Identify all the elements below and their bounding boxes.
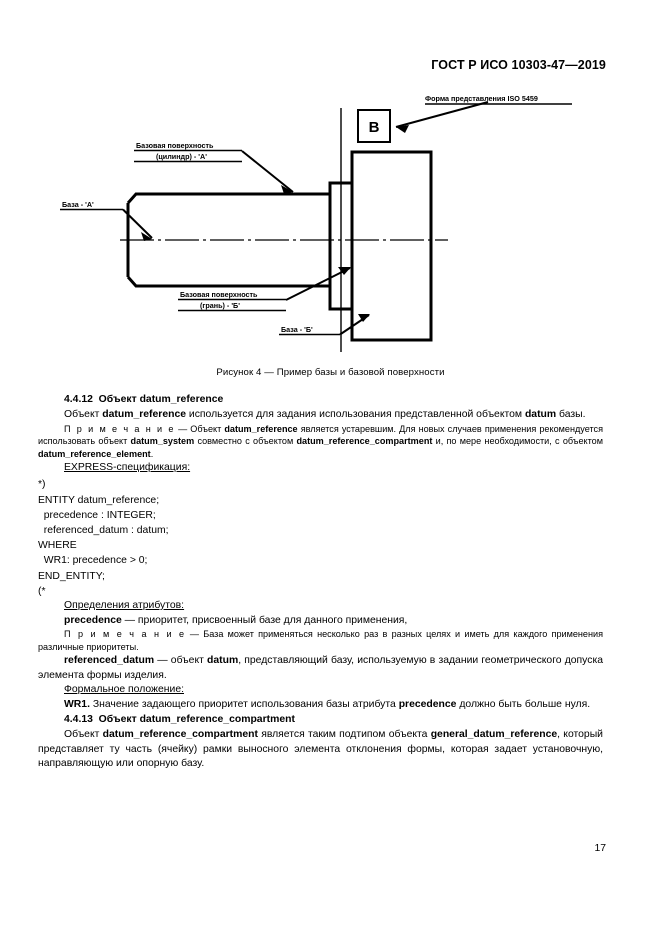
text-fragment: совместно с объектом	[194, 436, 297, 447]
datum-surface-cylinder-leader	[241, 150, 294, 193]
express-code-block: *) ENTITY datum_reference; precedence : …	[38, 479, 169, 597]
formal-proposition-heading: Формальное положение:	[38, 683, 603, 698]
text-fragment: — Объект	[175, 423, 225, 434]
datum-drawing-svg: В Форма представления ISO 5459 Базовая п…	[60, 94, 572, 352]
text-fragment: является устаревшим. Для новых случаев п…	[38, 423, 604, 447]
entity-name: datum_reference_compartment	[296, 436, 433, 447]
entity-name: datum_reference_compartment	[102, 728, 258, 740]
paragraph-datum-reference-compartment: Объект datum_reference_compartment являе…	[38, 728, 603, 772]
attribute-precedence: precedence — приоритет, присвоенный базе…	[38, 614, 603, 629]
text-fragment: является таким подтипом объекта	[257, 728, 431, 740]
entity-name: general_datum_reference	[430, 728, 558, 740]
text-fragment: , представляющий базу, используемую в за…	[38, 654, 603, 681]
flange-body	[350, 150, 433, 342]
figure-4-technical-drawing: В Форма представления ISO 5459 Базовая п…	[0, 82, 661, 367]
express-spec-heading: EXPRESS-спецификация:	[38, 461, 603, 476]
note-precedence: П р и м е ч а н и е — База может применя…	[38, 628, 603, 653]
datum-surface-face-label-line1: Базовая поверхность	[180, 290, 258, 299]
express-spec-heading-text: EXPRESS-спецификация:	[64, 461, 191, 473]
datum-surface-face-label-line2: (грань) - 'Б'	[200, 301, 240, 310]
datum-a-arrow	[141, 232, 152, 241]
attribute-referenced-datum: referenced_datum — объект datum, предста…	[38, 654, 603, 684]
text-fragment: и, по мере необходимости, с объектом	[432, 436, 603, 447]
text-fragment: должно быть больше нуля.	[456, 699, 591, 711]
datum-surface-cylinder-label-line1: Базовая поверхность	[136, 141, 214, 150]
entity-name: datum_reference	[224, 423, 298, 434]
attribute-definitions-heading-text: Определения атрибутов:	[64, 599, 185, 611]
shaft-top-edge	[126, 192, 330, 204]
text-fragment: .	[150, 448, 154, 459]
paragraph-datum-reference-intro: Объект datum_reference используется для …	[38, 408, 603, 423]
datum-surface-face-arrow	[338, 267, 351, 275]
attribute-name: precedence	[64, 614, 122, 626]
attribute-name: referenced_datum	[64, 654, 155, 666]
datum-feature-frame-box	[357, 109, 391, 143]
iso-form-leader-arrow	[396, 125, 409, 133]
text-fragment: — База может применяться несколько раз в…	[38, 629, 603, 653]
shaft-bottom-edge	[126, 276, 330, 288]
entity-name: datum	[524, 408, 557, 420]
entity-name: datum	[207, 654, 239, 666]
page-number: 17	[594, 843, 606, 854]
datum-b-arrow	[358, 314, 370, 322]
collar-body	[328, 181, 354, 311]
text-fragment: , который представляет ту часть (ячейку)…	[38, 728, 603, 770]
datum-a-leader	[122, 208, 153, 239]
section-heading-4-4-13: 4.4.13 Объект datum_reference_compartmen…	[38, 713, 603, 728]
entity-name: datum_reference	[102, 408, 187, 420]
text-fragment: Объект	[64, 408, 103, 420]
standard-header-title: ГОСТ Р ИСО 10303-47—2019	[431, 58, 606, 72]
datum-surface-cylinder-label-line2: (цилиндр) - 'А'	[156, 152, 207, 161]
section-number: 4.4.12	[64, 394, 93, 405]
attribute-definitions-heading: Определения атрибутов:	[38, 599, 603, 614]
formal-proposition-heading-text: Формальное положение:	[64, 684, 184, 696]
rule-name: WR1.	[64, 699, 90, 711]
text-fragment: используется для задания использования п…	[186, 408, 525, 420]
document-body: 4.4.12 Объект datum_reference Объект dat…	[38, 393, 603, 772]
note-label: П р и м е ч а н и е	[64, 629, 186, 640]
attribute-name: precedence	[398, 699, 457, 711]
iso-form-leader-line	[395, 101, 489, 128]
datum-a-label: База - 'А'	[62, 200, 94, 209]
datum-b-label: База - 'Б'	[281, 325, 313, 334]
datum-box-letter: В	[369, 119, 380, 136]
datum-surface-cylinder-arrow	[281, 185, 293, 194]
section-number: 4.4.13	[64, 713, 93, 725]
figure-caption: Рисунок 4 — Пример базы и базовой поверх…	[216, 367, 445, 378]
entity-name: datum_system	[130, 436, 195, 447]
section-title: Объект datum_reference	[98, 394, 224, 405]
text-fragment: Значение задающего приоритет использован…	[89, 699, 399, 711]
note-label: П р и м е ч а н и е	[64, 423, 176, 434]
section-title: Объект datum_reference_compartment	[98, 713, 295, 725]
iso-form-label: Форма представления ISO 5459	[425, 94, 538, 103]
entity-name: datum_reference_element	[38, 448, 151, 459]
section-heading-4-4-12: 4.4.12 Объект datum_reference	[38, 393, 603, 408]
note-datum-reference-deprecated: П р и м е ч а н и е — Объект datum_refer…	[38, 423, 603, 461]
text-fragment: — приоритет, присвоенный базе для данног…	[121, 614, 408, 626]
formal-proposition-wr1: WR1. Значение задающего приоритет исполь…	[38, 698, 603, 713]
text-fragment: базы.	[556, 408, 586, 420]
text-fragment: — объект	[154, 654, 208, 666]
datum-surface-face-leader	[285, 267, 351, 301]
text-fragment: Объект	[64, 728, 103, 740]
